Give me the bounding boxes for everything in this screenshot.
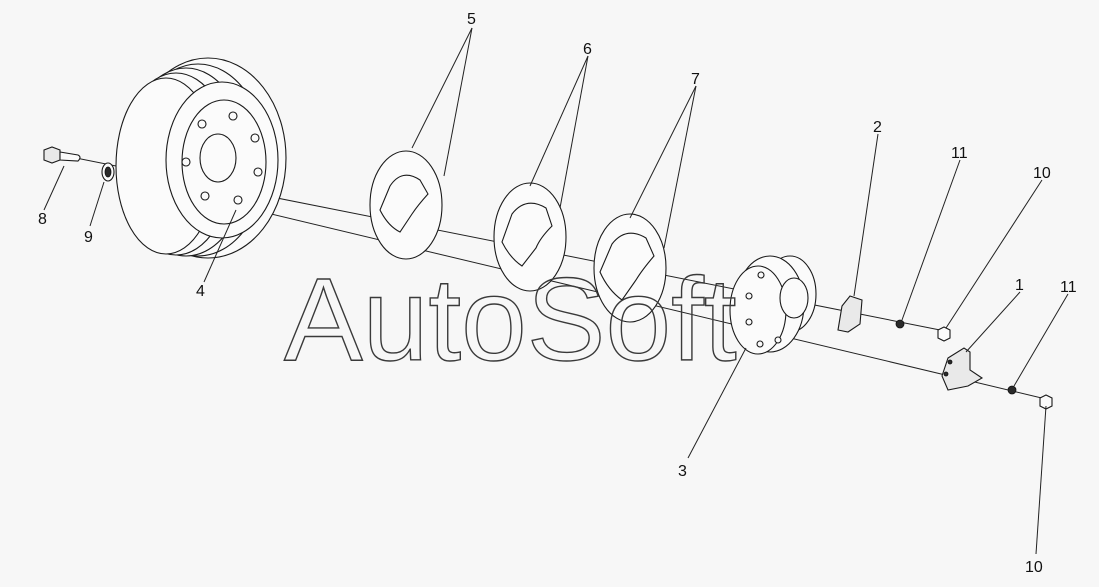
callout-label: 10 <box>1033 165 1051 182</box>
leader-line <box>559 55 589 209</box>
leader-line <box>945 179 1043 329</box>
callout-label: 8 <box>38 211 47 228</box>
leader-line <box>443 27 473 177</box>
plate-icon <box>493 182 567 292</box>
pulley-icon <box>115 57 287 259</box>
leader-line <box>529 55 589 187</box>
key-icon <box>837 295 863 333</box>
leader-line <box>663 85 697 249</box>
callout-label: 9 <box>84 229 93 246</box>
plate-icon <box>369 150 443 260</box>
callout-label: 5 <box>467 11 476 28</box>
bolt-icon <box>43 146 81 164</box>
leader-line <box>965 291 1021 353</box>
leader-line <box>411 27 473 149</box>
washer-icon <box>895 319 905 329</box>
leader-line <box>853 133 879 297</box>
callout-label: 1 <box>1015 277 1024 294</box>
callout-label: 6 <box>583 41 592 58</box>
hub-icon <box>729 255 817 355</box>
callout-label: 10 <box>1025 559 1043 576</box>
leader-line <box>203 209 237 283</box>
leader-line <box>43 165 65 211</box>
callout-label: 11 <box>1060 279 1077 296</box>
lock-plate-icon <box>941 347 984 391</box>
leader-line <box>1013 293 1069 387</box>
callout-label: 2 <box>873 119 882 136</box>
leader-line <box>687 347 747 459</box>
callout-label: 11 <box>951 145 968 162</box>
callout-label: 4 <box>196 283 205 300</box>
callout-label: 3 <box>678 463 687 480</box>
plate-icon <box>593 213 667 323</box>
callout-label: 7 <box>691 71 700 88</box>
washer-icon <box>101 162 115 182</box>
screw-icon <box>1039 394 1053 410</box>
leader-line <box>89 181 105 227</box>
leader-line <box>1035 405 1047 555</box>
washer-icon <box>1007 385 1017 395</box>
leader-line <box>901 159 961 321</box>
watermark-text: AutoSoft <box>284 254 737 386</box>
screw-icon <box>937 326 951 342</box>
leader-line <box>629 85 697 219</box>
